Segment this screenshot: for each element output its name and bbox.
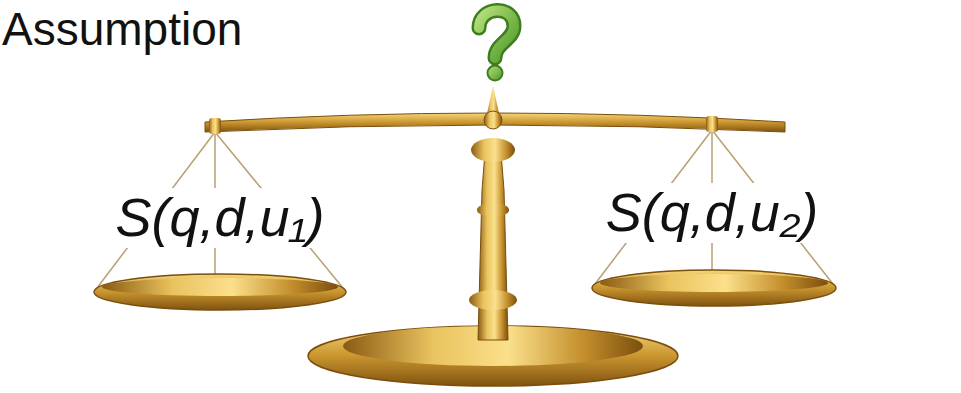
pan-label: S(q,d,u₂)	[602, 183, 823, 242]
question-mark	[479, 10, 514, 80]
pan-strings	[97, 130, 833, 290]
pivot-knob	[484, 111, 502, 129]
scale-pan-top	[600, 274, 828, 292]
column-ring	[471, 138, 515, 162]
slide-title: Assumption	[2, 4, 242, 55]
pan-label: S(q,d,u₁)	[111, 188, 328, 247]
beam-hook	[209, 118, 221, 134]
scale-pan-top	[102, 278, 338, 296]
scale-pan	[592, 270, 836, 306]
beam-hook	[706, 116, 718, 132]
scale-pan	[94, 274, 346, 310]
column-ring	[477, 203, 509, 217]
column-ring	[469, 290, 517, 310]
